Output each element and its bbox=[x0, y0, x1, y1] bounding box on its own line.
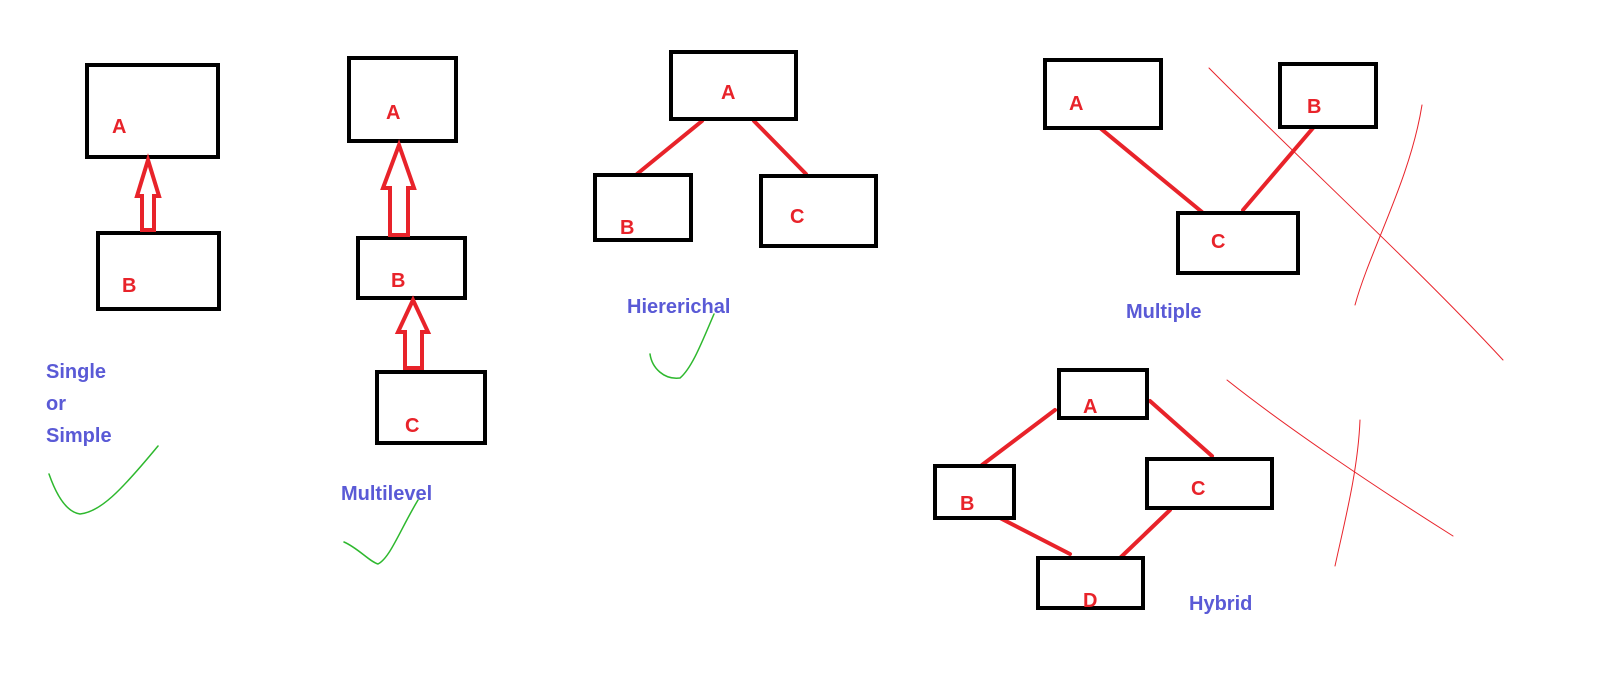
multiple-node-a-label: A bbox=[1069, 93, 1083, 115]
hybrid-node-a-label: A bbox=[1083, 396, 1097, 418]
hybrid-connector-c-d bbox=[1118, 508, 1172, 560]
hybrid-node-d-box bbox=[1036, 556, 1145, 610]
multiple-node-b-label: B bbox=[1307, 96, 1321, 118]
hierarchical-node-b-label: B bbox=[620, 217, 634, 239]
multiple-inheritance-group: A B C Multiple bbox=[1043, 58, 1504, 361]
hybrid-node-c-label: C bbox=[1191, 478, 1205, 500]
multiple-cross-mark-icon bbox=[1208, 67, 1504, 361]
hybrid-node-a-box bbox=[1057, 368, 1149, 420]
hierarchical-node-c-box bbox=[759, 174, 878, 248]
hierarchical-caption: Hiererichal bbox=[627, 296, 730, 318]
hybrid-inheritance-group: A B C D Hybrid bbox=[933, 368, 1454, 615]
hybrid-connector-a-b bbox=[980, 408, 1057, 467]
single-caption-line-1: Single bbox=[46, 361, 106, 383]
multilevel-node-a-box bbox=[347, 56, 458, 143]
hybrid-node-b-box bbox=[933, 464, 1016, 520]
hierarchical-check-mark-icon bbox=[649, 313, 715, 379]
multilevel-node-b-label: B bbox=[391, 270, 405, 292]
multiple-caption: Multiple bbox=[1126, 301, 1202, 323]
multilevel-arrow-c-to-b bbox=[394, 295, 432, 370]
hierarchical-node-c-label: C bbox=[790, 206, 804, 228]
hierarchical-connector-a-c bbox=[752, 119, 808, 176]
hybrid-connector-a-c bbox=[1148, 399, 1214, 458]
single-inheritance-arrow bbox=[134, 153, 162, 232]
hybrid-cross-mark-icon bbox=[1226, 379, 1454, 567]
hybrid-node-d-label: D bbox=[1083, 590, 1097, 612]
multiple-node-b-box bbox=[1278, 62, 1378, 129]
hierarchical-node-b-box bbox=[593, 173, 693, 242]
hierarchical-connector-a-b bbox=[635, 119, 704, 176]
multilevel-node-c-label: C bbox=[405, 415, 419, 437]
single-node-b-label: B bbox=[122, 275, 136, 297]
multiple-node-c-box bbox=[1176, 211, 1300, 275]
multilevel-node-b-box bbox=[356, 236, 467, 300]
hybrid-caption: Hybrid bbox=[1189, 593, 1252, 615]
multiple-connector-a-c bbox=[1098, 126, 1204, 214]
hybrid-node-b-label: B bbox=[960, 493, 974, 515]
multilevel-caption: Multilevel bbox=[341, 483, 432, 505]
multilevel-arrow-b-to-a bbox=[380, 139, 417, 237]
hybrid-node-c-box bbox=[1145, 457, 1274, 510]
multiple-node-a-box bbox=[1043, 58, 1163, 130]
single-node-a-label: A bbox=[112, 116, 126, 138]
single-caption-line-3: Simple bbox=[46, 425, 112, 447]
hierarchical-node-a-box bbox=[669, 50, 798, 121]
multilevel-check-mark-icon bbox=[343, 499, 419, 565]
multilevel-node-a-label: A bbox=[386, 102, 400, 124]
single-node-b-box bbox=[96, 231, 221, 311]
multilevel-node-c-box bbox=[375, 370, 487, 445]
multiple-connector-b-c bbox=[1241, 126, 1315, 212]
single-caption-line-2: or bbox=[46, 393, 66, 415]
multiple-node-c-label: C bbox=[1211, 231, 1225, 253]
single-node-a-box bbox=[85, 63, 220, 159]
hierarchical-node-a-label: A bbox=[721, 82, 735, 104]
hybrid-connector-b-d bbox=[998, 516, 1072, 556]
hierarchical-inheritance-group: A B C Hiererichal bbox=[593, 50, 878, 379]
single-inheritance-group: A B Single or Simple bbox=[46, 63, 221, 515]
multilevel-inheritance-group: A B C Multilevel bbox=[341, 56, 487, 565]
single-check-mark-icon bbox=[48, 445, 159, 515]
